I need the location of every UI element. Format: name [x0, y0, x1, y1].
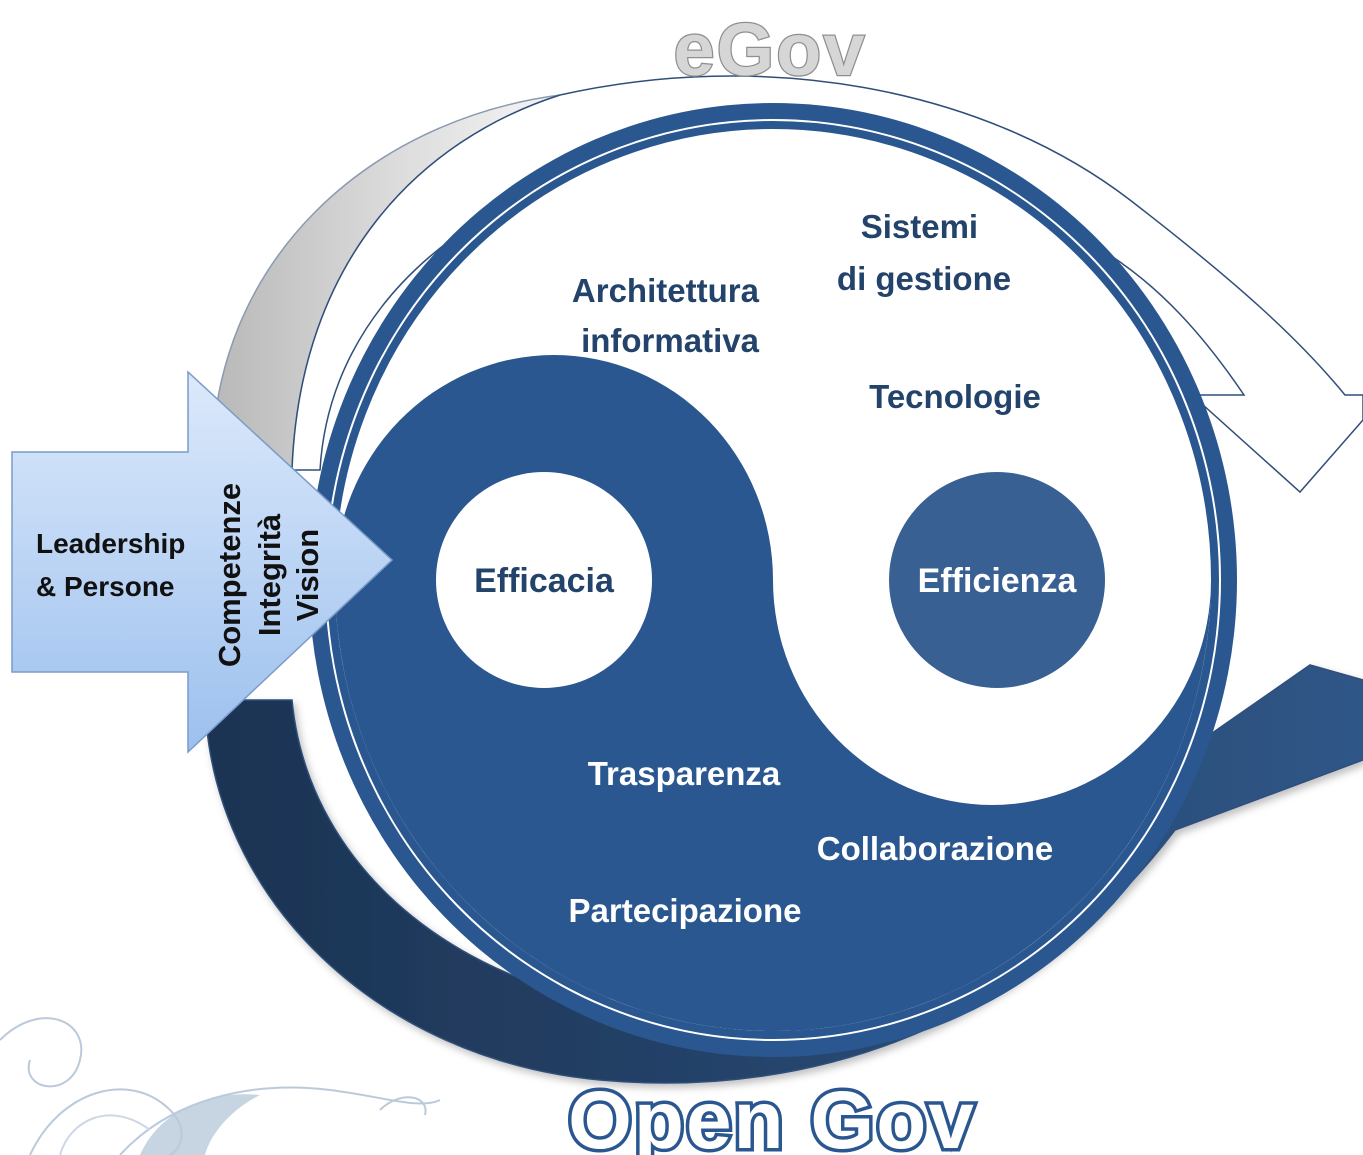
collaborazione-label: Collaborazione [817, 830, 1054, 867]
leadership-line1: Leadership [36, 528, 185, 559]
sistemi-label: Sistemi di gestione [837, 208, 1011, 297]
opengov-title: Open Gov [568, 1075, 976, 1155]
partecipazione-label: Partecipazione [569, 892, 802, 929]
efficienza-label: Efficienza [918, 562, 1078, 600]
competenze-label: Competenze [212, 483, 247, 667]
architettura-line1: Architettura [572, 272, 760, 309]
egov-title: eGov [673, 8, 866, 91]
integrita-label: Integrità [252, 513, 287, 636]
efficacia-label: Efficacia [474, 562, 615, 600]
leadership-label: Leadership & Persone [36, 528, 193, 602]
decorative-swirl-fill [140, 1094, 260, 1155]
arrow-rotated-values: Competenze Integrità Vision [212, 483, 325, 667]
trasparenza-label: Trasparenza [588, 755, 781, 792]
architettura-line2: informativa [581, 322, 760, 359]
vision-label: Vision [290, 529, 325, 621]
architettura-label: Architettura informativa [572, 272, 768, 359]
efficienza-dot [889, 472, 1105, 688]
tecnologie-label: Tecnologie [869, 378, 1041, 415]
leadership-arrow [11, 370, 394, 754]
sistemi-line1: Sistemi [861, 208, 978, 245]
sistemi-line2: di gestione [837, 260, 1011, 297]
efficacia-dot [436, 472, 652, 688]
decorative-swirl [0, 1017, 441, 1155]
leadership-line2: & Persone [36, 571, 175, 602]
